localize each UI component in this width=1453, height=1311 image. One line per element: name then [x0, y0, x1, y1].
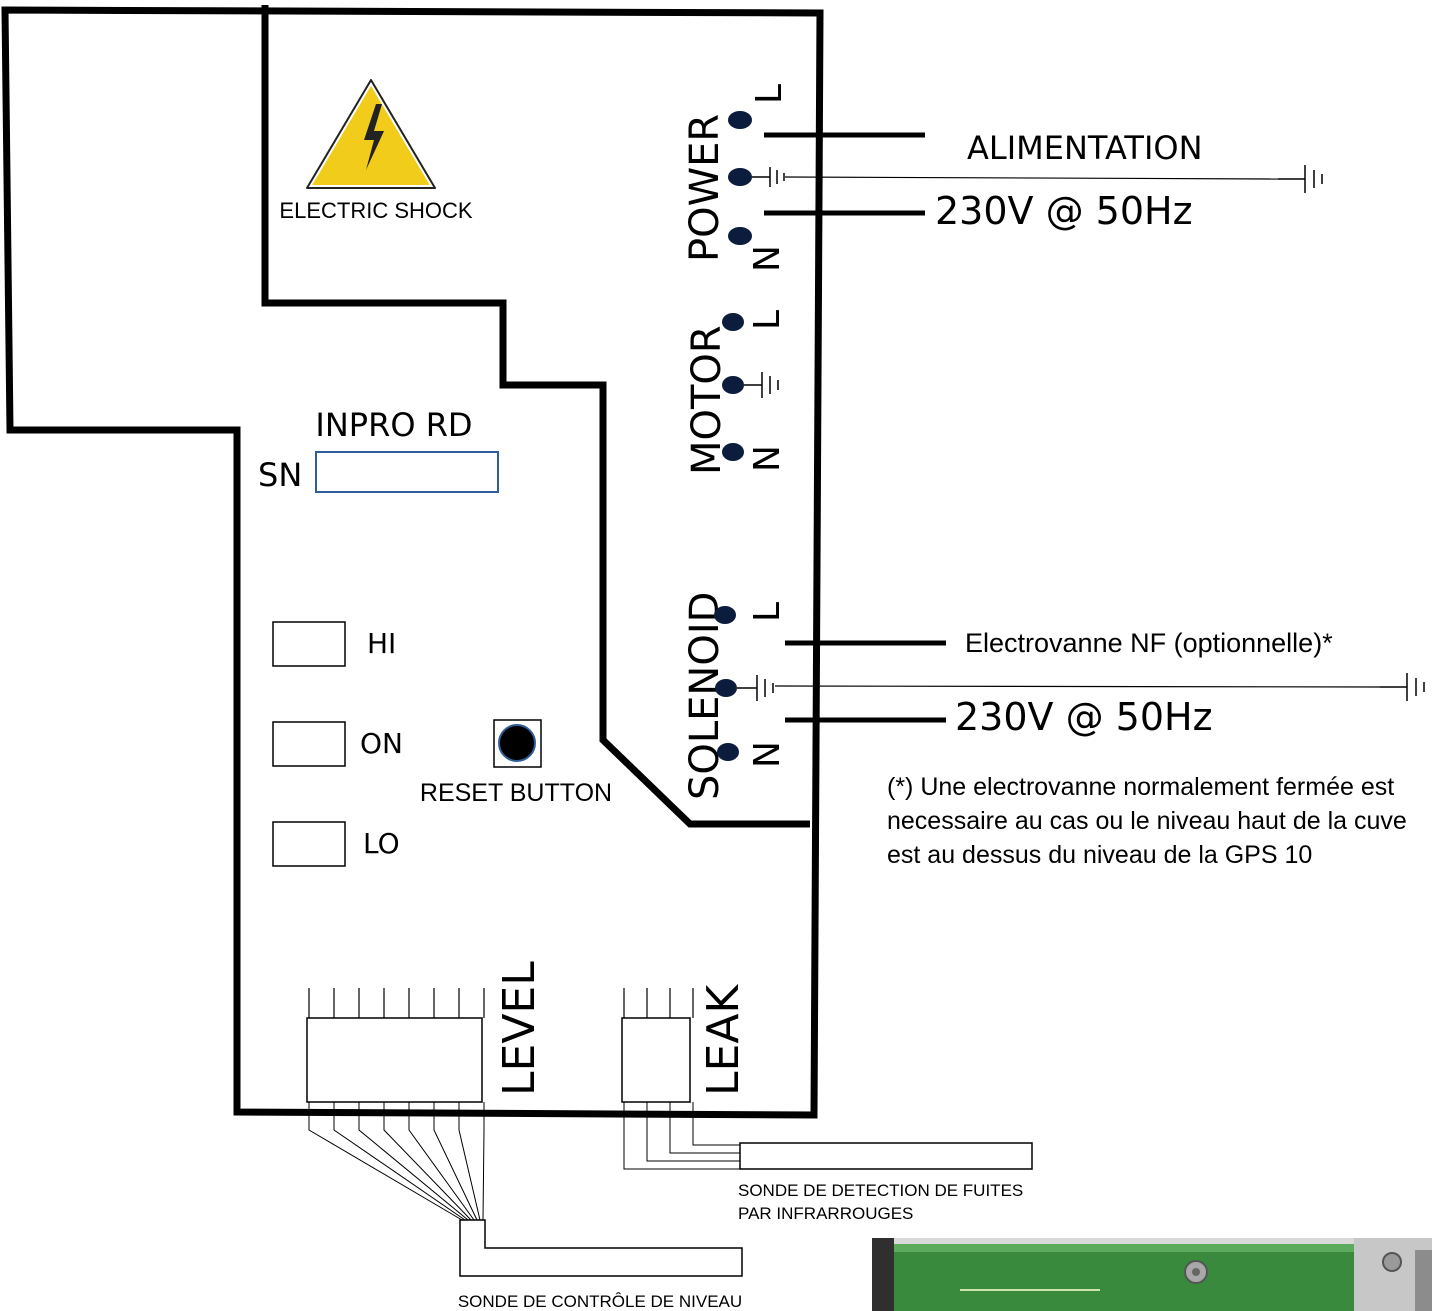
board-photo — [872, 1238, 1432, 1311]
level-probe — [459, 1219, 743, 1277]
sn-label: SN — [258, 456, 302, 494]
motor-n-terminal — [722, 443, 744, 461]
on-label: ON — [360, 727, 403, 760]
level-label: LEVEL — [494, 961, 545, 1096]
power-n-terminal — [728, 227, 752, 245]
motor-ground-icon — [744, 372, 779, 398]
sn-field[interactable] — [315, 451, 499, 493]
supply-wires — [764, 132, 1305, 216]
valve-label: Electrovanne NF (optionnelle)* — [965, 628, 1333, 658]
motor-n-label: N — [747, 445, 788, 472]
solenoid-l-label: L — [747, 602, 788, 622]
solenoid-l-terminal — [714, 606, 736, 624]
supply-voltage: 230V @ 50Hz — [935, 189, 1193, 233]
motor-l-terminal — [722, 313, 744, 331]
supply-label: ALIMENTATION — [967, 129, 1203, 167]
level-connector — [306, 988, 485, 1103]
leak-probe — [739, 1142, 1033, 1170]
hi-indicator — [272, 621, 346, 667]
leak-probe-cable — [623, 1102, 740, 1170]
leak-probe-label-line-1: SONDE DE DETECTION DE FUITES — [738, 1181, 1023, 1200]
leak-label: LEAK — [698, 984, 749, 1096]
hi-label: HI — [367, 627, 396, 660]
reset-button[interactable] — [493, 719, 542, 768]
power-ground-icon — [752, 167, 785, 187]
solenoid-n-terminal — [717, 743, 739, 761]
motor-ground-terminal — [722, 376, 744, 394]
supply-ground-icon — [1304, 165, 1323, 193]
electric-shock-icon — [304, 77, 438, 191]
solenoid-ground-icon — [737, 675, 774, 701]
solenoid-n-label: N — [747, 741, 788, 768]
solenoid-title: SOLENOID — [682, 592, 728, 800]
lo-label: LO — [363, 827, 400, 860]
lo-indicator — [272, 821, 346, 867]
valve-note-line-3: est au dessus du niveau de la GPS 10 — [887, 841, 1312, 869]
warning-label: ELECTRIC SHOCK — [279, 198, 472, 223]
on-indicator — [272, 721, 346, 767]
valve-voltage: 230V @ 50Hz — [955, 695, 1213, 739]
valve-ground-icon — [1406, 673, 1425, 701]
reset-label: RESET BUTTON — [420, 779, 612, 807]
motor-l-label: L — [747, 310, 788, 330]
power-n-label: N — [747, 245, 788, 272]
valve-wires — [774, 640, 1407, 723]
power-l-terminal — [728, 111, 752, 129]
board-model: INPRO RD — [315, 406, 472, 444]
power-l-label: L — [749, 84, 790, 104]
power-ground-terminal — [728, 168, 752, 186]
power-title: POWER — [682, 114, 728, 262]
enclosure-outline — [1, 5, 824, 1119]
level-probe-cable — [308, 1102, 485, 1221]
solenoid-ground-terminal — [715, 679, 737, 697]
leak-connector — [621, 988, 694, 1103]
valve-note-line-1: (*) Une electrovanne normalement fermée … — [887, 773, 1394, 801]
level-probe-label: SONDE DE CONTRÔLE DE NIVEAU — [458, 1292, 742, 1311]
valve-note-line-2: necessaire au cas ou le niveau haut de l… — [887, 807, 1407, 835]
leak-probe-label-line-2: PAR INFRARROUGES — [738, 1204, 913, 1223]
